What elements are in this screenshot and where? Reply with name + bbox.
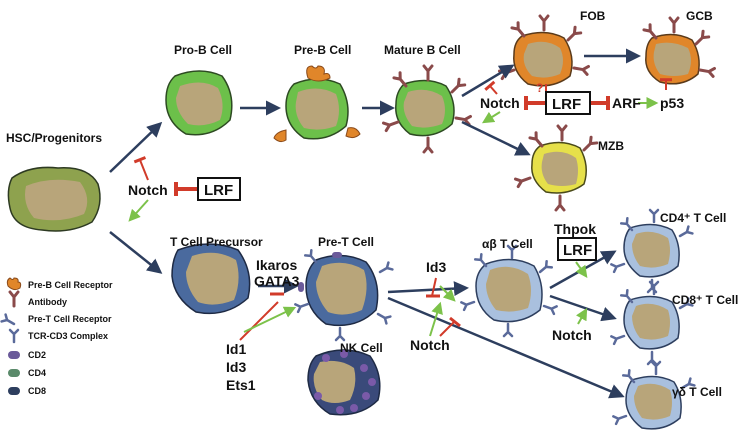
legend-label-5: CD4: [28, 368, 46, 378]
mature-b-label: Mature B Cell: [384, 43, 461, 57]
arf-label: ARF: [612, 95, 641, 111]
tcr-cd3-icon: [8, 328, 20, 344]
hsc-label: HSC/Progenitors: [6, 131, 102, 145]
ets1-label: Ets1: [226, 377, 256, 393]
nk-cell: [307, 349, 381, 416]
notch-label-right: Notch: [552, 327, 592, 343]
notch-label-b: Notch: [480, 95, 520, 111]
regulatory-lines: [128, 78, 672, 341]
pre-b-cell: [273, 65, 361, 143]
ab-t-cell: [460, 244, 558, 338]
cd4-icon: [8, 369, 20, 377]
id1-label: Id1: [226, 341, 246, 357]
gata3-label: GATA3: [254, 273, 300, 289]
cd4-t-label: CD4⁺ T Cell: [660, 211, 726, 225]
pre-b-label: Pre-B Cell: [294, 43, 351, 57]
id3-label-left: Id3: [226, 359, 246, 375]
question-mark: ?: [536, 81, 543, 95]
id3-label-t: Id3: [426, 259, 446, 275]
cd2-icon: [8, 351, 20, 359]
cd8-t-cell: [610, 280, 694, 366]
ab-t-label: αβ T Cell: [482, 237, 533, 251]
hsc-cell: [7, 166, 101, 232]
pro-b-cell: [165, 70, 233, 136]
lrf-box-left: [197, 177, 241, 201]
lrf-box-upper: [545, 91, 591, 115]
gd-t-label: γδ T Cell: [672, 385, 722, 399]
nk-label: NK Cell: [340, 341, 383, 355]
legend-label-3: TCR-CD3 Complex: [28, 331, 108, 341]
mzb-label: MZB: [598, 139, 624, 153]
lineage-arrows: [109, 48, 641, 399]
cd8-t-label: CD8⁺ T Cell: [672, 293, 738, 307]
pre-t-cell: [294, 248, 394, 342]
lrf-label-b: LRF: [552, 96, 581, 113]
pre-t-label: Pre-T Cell: [318, 235, 374, 249]
lrf-box-t-cell: [557, 237, 597, 261]
ikaros-label: Ikaros: [256, 257, 297, 273]
cd8-icon: [8, 387, 20, 395]
notch-label-left: Notch: [128, 182, 168, 198]
legend-label-2: Pre-T Cell Receptor: [28, 314, 112, 324]
gcb-label: GCB: [686, 9, 713, 23]
gcb-cell: [642, 16, 716, 85]
legend: Pre-B Cell Receptor Antibody Pre-T Cell …: [0, 277, 113, 396]
mature-b-cell: [381, 64, 472, 154]
legend-label-1: Antibody: [28, 297, 67, 307]
antibody-icon: [8, 290, 20, 308]
fob-cell: [497, 14, 590, 87]
legend-label-4: CD2: [28, 350, 46, 360]
cell-labels: HSC/Progenitors Pro-B Cell Pre-B Cell Ma…: [6, 9, 738, 399]
cd4-t-cell: [610, 208, 694, 294]
pre-t-receptor-icon: [0, 313, 18, 329]
p53-label: p53: [660, 95, 684, 111]
legend-label-6: CD8: [28, 386, 46, 396]
notch-label-t: Notch: [410, 337, 450, 353]
mzb-cell: [513, 124, 599, 212]
lrf-label-t: LRF: [563, 242, 592, 259]
pro-b-label: Pro-B Cell: [174, 43, 232, 57]
t-cell-precursor-cell: [171, 243, 251, 315]
thpok-label: Thpok: [554, 221, 596, 237]
lrf-label-left: LRF: [204, 182, 233, 199]
pre-b-receptor-icon: [6, 277, 22, 291]
fob-label: FOB: [580, 9, 606, 23]
legend-label-0: Pre-B Cell Receptor: [28, 280, 113, 290]
gd-t-cell: [612, 360, 696, 430]
regulator-labels: Notch LRF Notch ? LRF ARF p53 Ikaros GAT…: [128, 81, 684, 393]
t-precursor-label: T Cell Precursor: [170, 235, 263, 249]
